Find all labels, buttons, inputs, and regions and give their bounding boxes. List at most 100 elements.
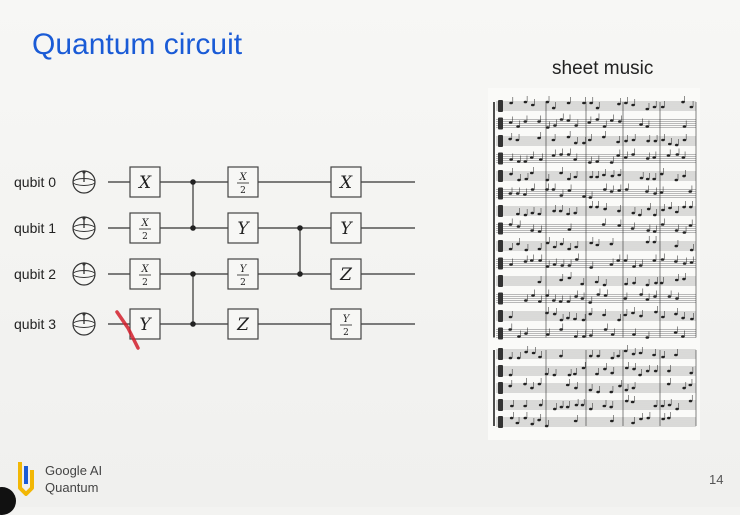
gate-fraction-denominator: 2 — [343, 328, 349, 338]
clef-mark — [498, 327, 503, 340]
bloch-vector-tip — [82, 170, 86, 174]
coupler-dot — [190, 271, 196, 277]
note-head — [552, 209, 556, 213]
note-head — [602, 125, 607, 128]
clef-mark — [498, 382, 503, 394]
note-head — [545, 241, 550, 245]
note-head — [508, 223, 513, 226]
note-head — [537, 280, 542, 284]
note-head — [574, 124, 578, 127]
gate-box — [227, 308, 259, 340]
note-head — [667, 369, 671, 373]
clef-mark — [498, 135, 503, 147]
note-head — [609, 190, 614, 193]
sheet-paper — [488, 88, 700, 440]
note-head — [538, 300, 542, 303]
note-head — [551, 299, 556, 302]
note-head — [558, 209, 563, 213]
note-head — [588, 388, 593, 392]
note-head — [661, 138, 665, 142]
note-head — [530, 422, 535, 426]
gate-box — [330, 212, 362, 244]
note-head — [661, 208, 665, 212]
note-head — [559, 405, 564, 409]
note-head — [639, 176, 644, 180]
note-head — [524, 299, 528, 302]
note-head — [509, 172, 513, 176]
note-head — [545, 126, 550, 129]
note-head — [603, 367, 607, 371]
note-head — [587, 121, 592, 124]
note-head — [652, 230, 657, 233]
note-head — [624, 366, 629, 370]
note-head — [588, 312, 593, 316]
note-head — [552, 312, 557, 316]
note-head — [565, 383, 570, 387]
corner-artifact — [0, 487, 16, 515]
note-head — [588, 354, 593, 358]
note-head — [509, 416, 514, 420]
note-head — [674, 178, 679, 182]
note-head — [659, 281, 664, 285]
coupler-dot — [190, 179, 196, 185]
gate-symbol: Z — [236, 315, 250, 335]
note-head — [515, 192, 520, 195]
note-head — [618, 384, 622, 388]
note-head — [631, 138, 636, 142]
note-head — [666, 382, 671, 386]
note-head — [674, 143, 679, 147]
note-head — [623, 349, 628, 353]
note-head — [516, 160, 521, 163]
note-head — [688, 205, 693, 209]
note-head — [580, 282, 584, 286]
clef-mark — [498, 257, 503, 270]
gate-symbol: Z — [339, 265, 353, 285]
note-head — [652, 259, 657, 262]
gate-symbol: Y — [237, 219, 250, 239]
clef-mark — [498, 348, 503, 360]
note-head — [589, 175, 593, 179]
note-head — [545, 333, 550, 336]
note-head — [516, 356, 521, 360]
note-head — [523, 120, 528, 123]
note-head — [551, 188, 556, 191]
note-head — [624, 101, 628, 105]
note-head — [659, 172, 664, 176]
note-head — [610, 371, 614, 375]
note-head — [631, 211, 636, 215]
gate-box — [330, 308, 362, 340]
note-head — [537, 120, 541, 123]
gate-fraction-denominator: 2 — [240, 278, 246, 288]
note-head — [609, 390, 614, 394]
gate-fraction-numerator: X — [140, 218, 149, 229]
note-head — [596, 293, 601, 296]
note-head — [596, 390, 600, 394]
logo-line-1: Google AI — [45, 463, 103, 478]
note-head — [537, 382, 542, 386]
note-head — [624, 388, 629, 392]
note-head — [645, 125, 650, 128]
note-head — [661, 417, 665, 421]
note-head — [617, 318, 621, 322]
note-head — [645, 298, 650, 301]
note-head — [623, 156, 628, 159]
note-head — [639, 314, 643, 318]
note-head — [681, 156, 686, 159]
note-head — [573, 317, 577, 321]
note-head — [589, 266, 593, 269]
note-head — [688, 383, 693, 387]
note-head — [517, 335, 521, 338]
note-head — [565, 405, 570, 409]
note-head — [552, 407, 557, 411]
note-head — [674, 278, 679, 282]
gate-box — [129, 166, 161, 198]
note-head — [523, 160, 528, 163]
note-head — [516, 225, 521, 228]
note-head — [610, 419, 614, 423]
note-head — [667, 403, 672, 407]
note-head — [573, 158, 577, 161]
note-head — [508, 356, 513, 360]
note-head — [638, 351, 643, 355]
note-head — [610, 333, 615, 336]
note-head — [574, 403, 579, 407]
